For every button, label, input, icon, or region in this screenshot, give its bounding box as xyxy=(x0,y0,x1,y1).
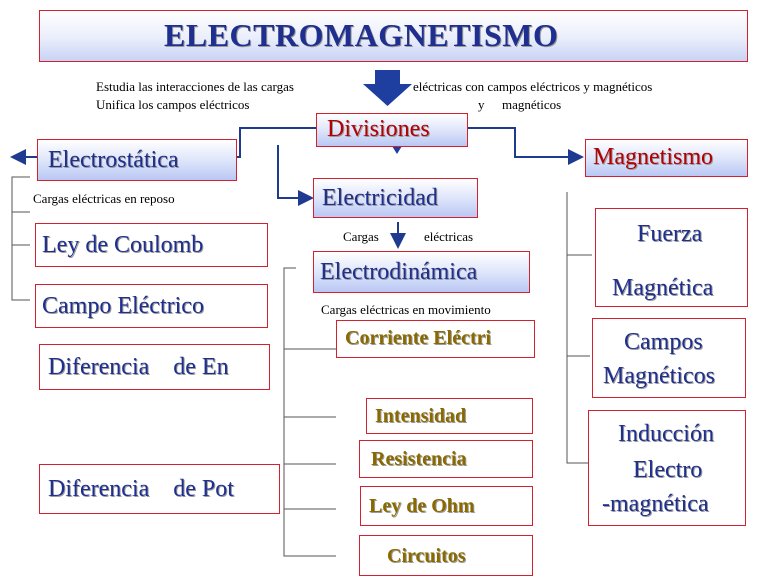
electrodinamica-item-3: Resistencia xyxy=(359,440,533,478)
electricidad-caption-a: Cargas xyxy=(343,229,379,244)
magnetismo-item-2: Campos Magnéticos xyxy=(592,318,746,398)
magnetismo-label: Magnetismo xyxy=(593,144,713,170)
page-title: ELECTROMAGNETISMO xyxy=(164,17,559,53)
connector-divisiones-electricidad xyxy=(277,145,314,206)
electrodinamica-label: Electrodinámica xyxy=(320,259,478,285)
magnetismo-item-1: Fuerza Magnética xyxy=(595,208,748,307)
electrostatica-node: Electrostática xyxy=(37,139,237,181)
electrodinamica-item-2-label: Intensidad xyxy=(375,405,467,427)
magnetismo-node: Magnetismo xyxy=(585,139,748,177)
intro-line1a: Estudia las interacciones de las cargas xyxy=(96,79,294,94)
divisiones-label: Divisiones xyxy=(327,116,430,142)
electrostatica-item-2: Campo Eléctrico xyxy=(35,284,268,328)
intro-line2c: magnéticos xyxy=(502,97,562,112)
electrostatica-item-3: Diferencia de En xyxy=(39,344,270,390)
bracket-electrostatica xyxy=(11,176,30,301)
bracket-magnetismo xyxy=(566,192,588,464)
title-down-arrow xyxy=(363,70,412,106)
electrodinamica-item-2: Intensidad xyxy=(366,398,533,434)
electrodinamica-item-3-label: Resistencia xyxy=(371,448,467,470)
intro-line2a: Unifica los campos eléctricos xyxy=(96,97,250,112)
electrostatica-item-1: Ley de Coulomb xyxy=(35,223,268,267)
electrostatica-item-3-label: Diferencia de En xyxy=(48,354,229,380)
magnetismo-item-3: Inducción Electro -magnética xyxy=(588,410,746,526)
electrodinamica-caption: Cargas eléctricas en movimiento xyxy=(321,302,491,317)
electrodinamica-node: Electrodinámica xyxy=(313,251,530,293)
electrodinamica-item-4-label: Ley de Ohm xyxy=(369,495,475,517)
electrodinamica-item-1: Corriente Eléctri xyxy=(336,320,535,358)
magnetismo-item-2-line2: Magnéticos xyxy=(603,363,715,389)
electricidad-node: Electricidad xyxy=(313,178,478,218)
electrostatica-item-4-label: Diferencia de Pot xyxy=(48,476,234,502)
electrodinamica-item-1-label: Corriente Eléctri xyxy=(345,327,492,349)
electrostatica-item-1-label: Ley de Coulomb xyxy=(42,232,204,258)
connector-divisiones-magnetismo xyxy=(468,127,584,165)
bracket-electrodinamica xyxy=(283,267,336,557)
electrostatica-item-4: Diferencia de Pot xyxy=(39,464,280,514)
electricidad-label: Electricidad xyxy=(322,185,438,211)
divisiones-node: Divisiones xyxy=(316,113,468,147)
electrostatica-caption: Cargas eléctricas en reposo xyxy=(33,191,175,206)
magnetismo-item-1-line1: Fuerza xyxy=(637,221,703,247)
electrodinamica-item-4: Ley de Ohm xyxy=(360,486,533,526)
intro-line2b: y xyxy=(478,97,485,112)
electrostatica-label: Electrostática xyxy=(48,147,179,173)
intro-line1b: eléctricas con campos eléctricos y magné… xyxy=(413,79,653,94)
magnetismo-item-3-line1: Inducción xyxy=(618,421,714,447)
divisiones-small-arrow xyxy=(392,146,402,154)
magnetismo-item-2-line1: Campos xyxy=(624,329,703,355)
magnetismo-item-3-line3: -magnética xyxy=(602,491,709,517)
electrostatica-item-2-label: Campo Eléctrico xyxy=(42,293,204,319)
electrodinamica-item-5: Circuitos xyxy=(359,535,533,576)
magnetismo-item-1-line2: Magnética xyxy=(612,275,714,301)
electrodinamica-item-5-label: Circuitos xyxy=(387,545,466,567)
electricidad-caption-b: eléctricas xyxy=(424,229,474,244)
magnetismo-item-3-line2: Electro xyxy=(633,457,703,483)
title-box: ELECTROMAGNETISMO xyxy=(39,10,748,62)
